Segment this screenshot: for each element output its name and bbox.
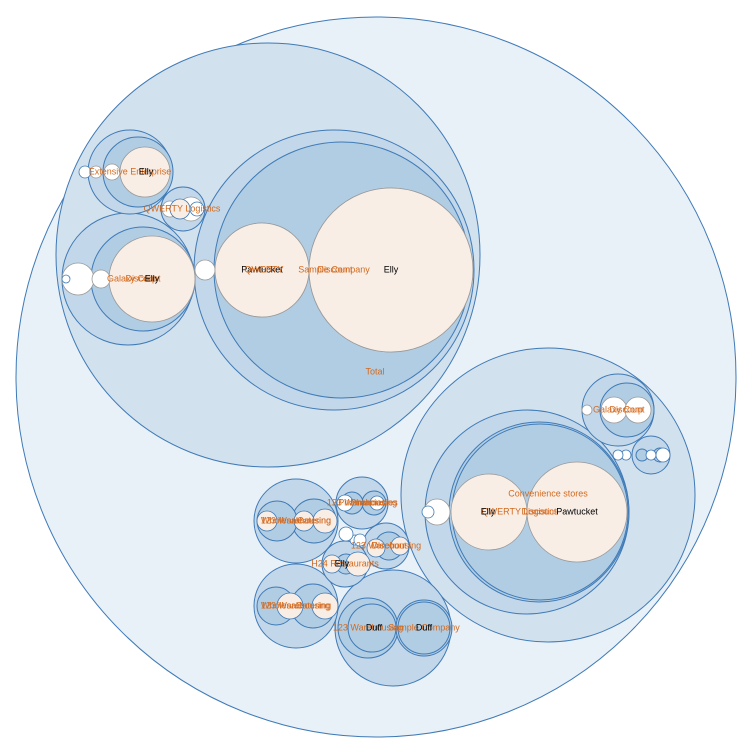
node-circle-sample-elly[interactable]	[308, 187, 474, 353]
small-node-circle-16[interactable]	[645, 449, 657, 461]
node-circle-cg-l1[interactable]	[600, 396, 628, 424]
node-circle-extensive-s2[interactable]	[89, 165, 103, 179]
small-node-circle-15[interactable]	[612, 449, 624, 461]
node-circle-total-small[interactable]	[194, 259, 216, 281]
small-node-circle-21[interactable]	[61, 274, 71, 284]
node-circle-extensive-s1[interactable]	[103, 163, 121, 181]
node-circle-galaxy-s1[interactable]	[91, 269, 111, 289]
node-circle-extensive-elly[interactable]	[119, 146, 171, 198]
node-circle-cg-l2[interactable]	[624, 396, 652, 424]
node-circle-conv-elly[interactable]	[450, 473, 528, 551]
node-circle-conv-pawtucket[interactable]	[526, 461, 628, 563]
small-node-circle-10[interactable]	[311, 592, 339, 620]
chart-circles	[15, 16, 737, 738]
small-node-circle-11[interactable]	[256, 510, 278, 532]
small-node-circle-4[interactable]	[390, 536, 410, 556]
small-node-circle-12[interactable]	[293, 510, 315, 532]
small-node-circle-17[interactable]	[655, 447, 671, 463]
node-circle-sample-qwerty[interactable]	[214, 222, 310, 318]
node-circle-cg-s1[interactable]	[581, 404, 593, 416]
small-node-circle-2[interactable]	[353, 533, 367, 547]
small-node-circle-8[interactable]	[336, 494, 354, 512]
small-node-circle-6[interactable]	[345, 551, 371, 577]
small-node-circle-22[interactable]	[169, 198, 191, 220]
small-node-circle-1[interactable]	[338, 526, 354, 542]
node-circle-duff2-leaf[interactable]	[397, 601, 451, 655]
small-node-circle-19[interactable]	[78, 165, 92, 179]
small-node-circle-18[interactable]	[421, 505, 435, 519]
small-node-circle-7[interactable]	[369, 495, 385, 511]
small-node-circle-9[interactable]	[276, 592, 304, 620]
small-node-circle-13[interactable]	[312, 508, 338, 534]
node-circle-galaxy-elly[interactable]	[108, 235, 196, 323]
small-node-circle-5[interactable]	[322, 554, 342, 574]
node-circle-duff1-leaf[interactable]	[347, 603, 397, 653]
small-node-circle-3[interactable]	[366, 538, 386, 558]
small-node-circle-20[interactable]	[189, 201, 205, 217]
